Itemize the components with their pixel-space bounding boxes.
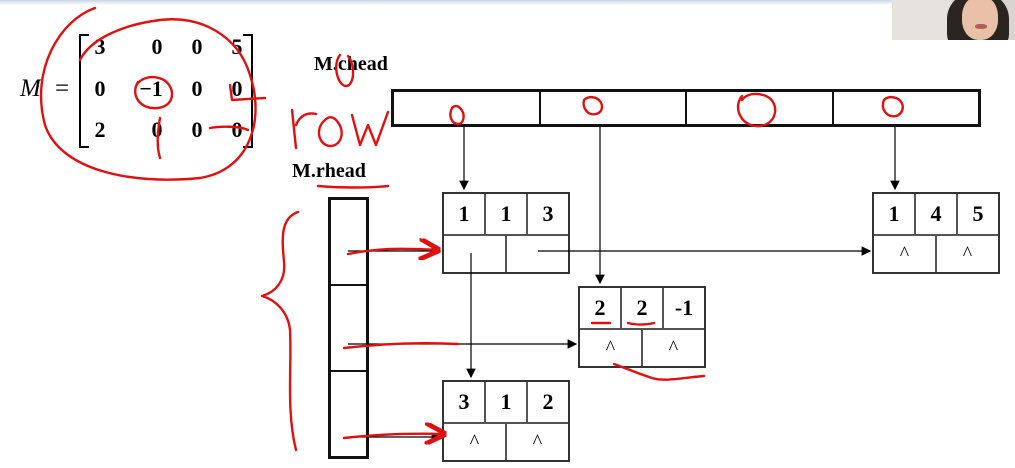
- handwritten-mark-col2: [156, 116, 162, 160]
- node-row: 3: [444, 382, 486, 422]
- node-value: 3: [542, 201, 554, 226]
- top-rule: [0, 0, 1015, 5]
- handwritten-circle-minus-one: [134, 75, 174, 110]
- matrix-cell: −1: [139, 76, 163, 101]
- node-right-pointer: ^: [532, 431, 543, 453]
- handwritten-loop-around-matrix: [39, 6, 257, 181]
- node-1-1-3: 1 1 3: [442, 192, 570, 274]
- matrix-cell: 0: [151, 34, 163, 59]
- node-1-4-5: 1 4 5 ^ ^: [872, 192, 1000, 274]
- handwritten-underline-rhead: [316, 184, 390, 189]
- node-right-pointer: ^: [668, 337, 679, 359]
- matrix-cell: 0: [231, 76, 243, 101]
- node-col: 2: [622, 288, 664, 328]
- handwritten-row-o: [317, 116, 343, 148]
- node-down-pointer: ^: [444, 424, 507, 460]
- handwritten-arrow-row1: [346, 249, 438, 254]
- handwritten-arrow-row3: [342, 434, 444, 438]
- matrix-cell: 0: [191, 76, 203, 101]
- matrix-cell: 0: [231, 117, 243, 142]
- chead-cell: [541, 92, 687, 124]
- handwritten-circle-col3: [736, 92, 777, 128]
- handwritten-underline-node2-col: [626, 321, 656, 326]
- node-col: 1: [486, 194, 528, 234]
- node-2-2-neg1: 2 2 -1 ^ ^: [578, 286, 706, 368]
- rhead-cell: [331, 286, 366, 372]
- webcam-face: [962, 0, 998, 40]
- node-right-pointer: ^: [962, 243, 973, 265]
- matrix-cell: 0: [94, 76, 106, 101]
- matrix-label: M: [20, 75, 41, 102]
- handwritten-mark-col4-low: [208, 125, 250, 132]
- handwritten-mark-col4: [228, 83, 267, 102]
- matrix-cell: 3: [94, 34, 106, 59]
- node-col: 4: [916, 194, 958, 234]
- matrix-cell: 0: [151, 117, 163, 142]
- node-down-pointer: [444, 236, 507, 272]
- webcam-thumbnail: [892, 0, 1015, 40]
- node-col: 1: [486, 382, 528, 422]
- chead-cell: [394, 92, 541, 124]
- node-value: 2: [542, 389, 554, 414]
- handwritten-zero-col4: [881, 95, 904, 118]
- node-down-pointer: ^: [580, 330, 643, 366]
- node-3-1-2: 3 1 2 ^ ^: [442, 380, 570, 462]
- handwritten-circle-chead: [335, 53, 355, 88]
- matrix-left-bracket: [79, 34, 89, 148]
- matrix-right-bracket: [243, 34, 253, 148]
- node-row: 1: [874, 194, 916, 234]
- node-value: 5: [972, 201, 984, 226]
- chead-cell: [687, 92, 834, 124]
- node-down-pointer: ^: [874, 236, 937, 272]
- handwritten-line-row2: [342, 342, 460, 350]
- handwriting-layer: [39, 6, 904, 452]
- node-value: -1: [674, 295, 694, 320]
- chead-array: [391, 89, 981, 127]
- handwritten-row-r: [290, 108, 318, 150]
- handwritten-zero-col1: [449, 104, 465, 126]
- rhead-cell: [331, 200, 366, 286]
- rhead-array: [328, 197, 369, 459]
- matrix-equals: =: [55, 75, 70, 102]
- node-row: 2: [580, 288, 622, 328]
- matrix-cell: 0: [191, 34, 203, 59]
- webcam-mouth: [975, 24, 987, 29]
- matrix-cell: 2: [94, 117, 106, 142]
- handwritten-row-w: [350, 110, 390, 147]
- handwritten-zero-col2: [582, 95, 604, 116]
- matrix-cell: 5: [231, 34, 243, 59]
- node-row: 1: [444, 194, 486, 234]
- handwritten-squiggle-node2: [612, 362, 706, 381]
- matrix-cell: 0: [191, 117, 203, 142]
- webcam-background: [892, 0, 952, 40]
- rhead-label: M.rhead: [292, 160, 366, 182]
- handwritten-brace: [260, 210, 300, 452]
